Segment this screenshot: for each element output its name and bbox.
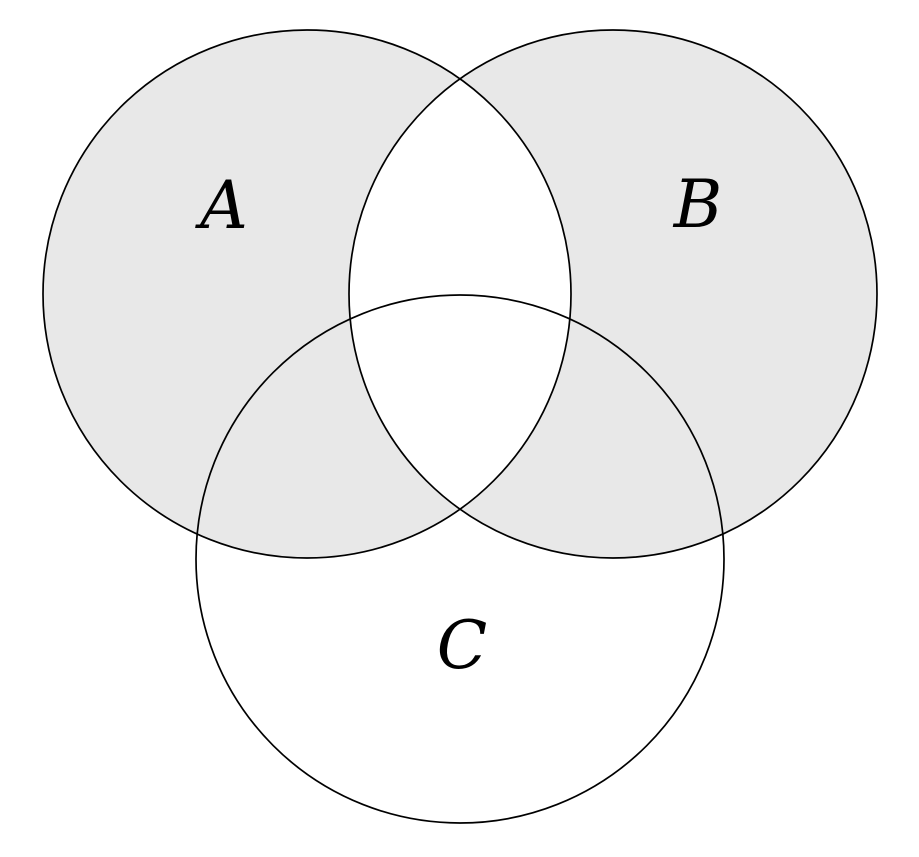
circle-a-outline xyxy=(42,29,572,559)
circle-c-outline xyxy=(195,294,725,824)
set-label-c: C xyxy=(437,607,488,684)
shaded-symmetric-difference-region xyxy=(43,30,877,558)
set-label-a: A xyxy=(194,167,248,244)
circle-b-outline xyxy=(348,29,878,559)
set-label-b: B xyxy=(673,166,723,243)
